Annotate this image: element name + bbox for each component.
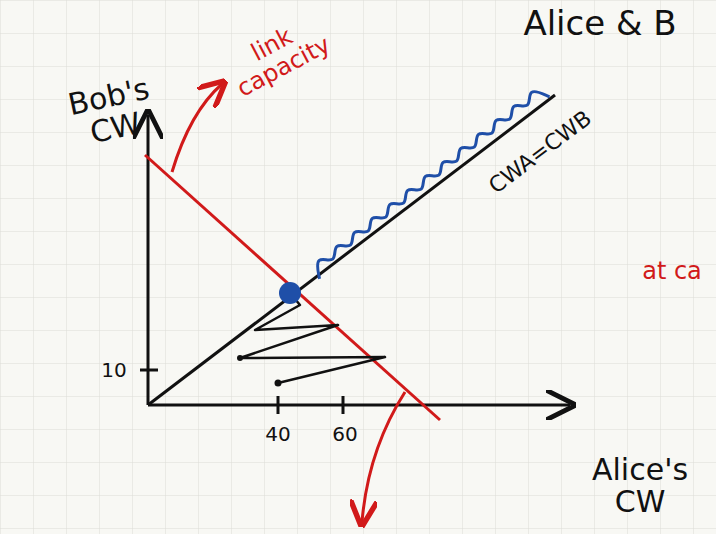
x-axis — [148, 404, 570, 407]
tick-value: 40 — [265, 424, 290, 445]
annotation: at ca — [642, 259, 702, 284]
tick — [277, 396, 280, 414]
leader-arrow — [362, 392, 405, 522]
fairness-line — [148, 95, 555, 405]
tick — [140, 369, 158, 372]
tick — [342, 396, 345, 414]
capacity-line — [145, 155, 440, 420]
dot — [237, 355, 243, 361]
start-dot — [275, 380, 282, 387]
aimd-zigzag — [240, 293, 385, 383]
convergence-point — [279, 282, 301, 304]
tick-value: 60 — [332, 424, 357, 445]
axis-label: Alice's CW — [580, 454, 700, 517]
title: Alice & B — [523, 6, 676, 42]
leader-arrow — [172, 84, 222, 172]
tick-value: 10 — [101, 360, 126, 381]
